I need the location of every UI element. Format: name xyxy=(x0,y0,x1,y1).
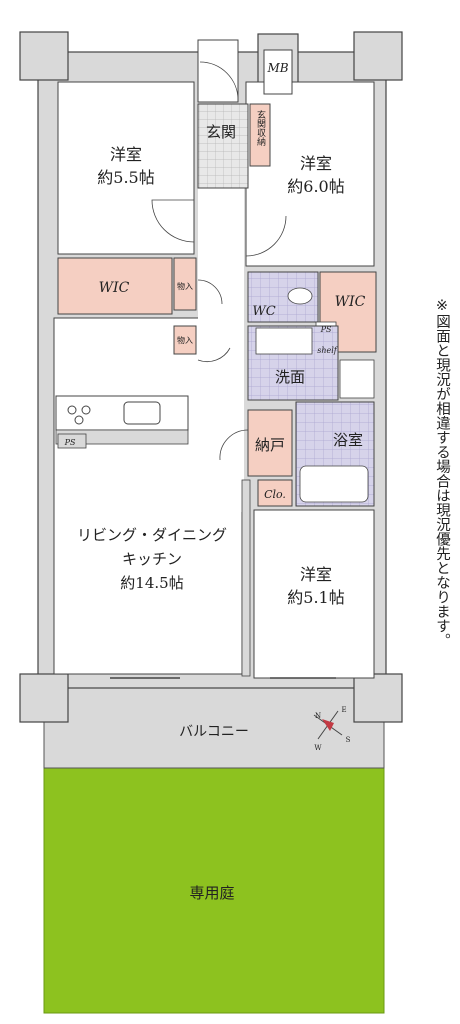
storeroom-label: 納戸 xyxy=(255,436,285,454)
ldk-name-line2: キッチン xyxy=(122,550,182,568)
room-western-se-size: 約5.1帖 xyxy=(287,588,344,607)
compass-s: S xyxy=(346,736,351,744)
stove-burner xyxy=(74,415,84,425)
bathroom-label: 浴室 xyxy=(333,431,363,449)
private-garden-area xyxy=(43,767,385,1014)
entrance-storage-label: 玄関収納 xyxy=(255,109,266,147)
partition-wall xyxy=(241,479,251,677)
private-garden-label: 専用庭 xyxy=(189,884,234,902)
room-western-nw-name: 洋室 xyxy=(110,145,142,164)
entrance-door-frame xyxy=(197,39,239,103)
sink-counter xyxy=(255,327,313,355)
closet-upper-label: 物入 xyxy=(177,281,193,291)
room-western-se xyxy=(253,509,375,679)
mb-label: MB xyxy=(266,61,288,75)
mb-box xyxy=(263,49,293,95)
entrance-door-swing xyxy=(199,61,239,101)
ps-kitchen-label: PS xyxy=(64,438,76,447)
toilet xyxy=(287,287,313,305)
stove-burner xyxy=(67,405,77,415)
washing-machine xyxy=(339,359,375,399)
entrance-storage-area xyxy=(249,103,271,167)
stove-burner xyxy=(81,405,91,415)
column-ne xyxy=(353,31,403,81)
clo-label: Clo. xyxy=(264,488,286,501)
door-swing-nw xyxy=(151,199,195,243)
balcony-label: バルコニー xyxy=(179,724,249,740)
door-swing-ne xyxy=(245,215,287,257)
compass-e: E xyxy=(341,706,346,714)
hall-door-swing-lower xyxy=(197,347,231,363)
column-sw xyxy=(19,673,69,723)
hall-door-swing-upper xyxy=(197,279,223,305)
closet-upper-area xyxy=(173,257,197,311)
ldk-name-line1: リビング・ダイニング xyxy=(77,526,227,544)
hallway xyxy=(198,188,244,512)
clo-area xyxy=(257,479,293,507)
room-western-nw-size: 約5.5帖 xyxy=(97,168,154,187)
room-western-ne-name: 洋室 xyxy=(300,154,332,173)
compass-w: W xyxy=(314,744,322,752)
kitchen-sink xyxy=(123,401,161,425)
shelf-label: shelf xyxy=(317,346,339,355)
room-western-ne-size: 約6.0帖 xyxy=(287,177,344,196)
column-se xyxy=(353,673,403,723)
compass-n: N xyxy=(315,712,321,720)
bathtub xyxy=(299,465,369,503)
kitchen-counter xyxy=(55,395,189,431)
wc-label: WC xyxy=(252,304,275,319)
ps-kitchen-box xyxy=(57,433,87,449)
entrance-area xyxy=(197,103,249,189)
wic-right-label: WIC xyxy=(335,294,366,310)
wic-left-label: WIC xyxy=(99,280,130,296)
storeroom-area xyxy=(247,409,293,477)
ldk-size: 約14.5帖 xyxy=(120,574,183,592)
washroom-label: 洗面 xyxy=(275,368,305,386)
compass xyxy=(313,710,343,740)
kitchen-counter-backsplash xyxy=(55,429,189,445)
entrance-label: 玄関 xyxy=(206,123,236,141)
compass-needle-icon xyxy=(322,719,334,731)
ps-wc-label: PS xyxy=(320,325,332,334)
closet-lower-label: 物入 xyxy=(177,335,193,345)
disclaimer-note: ※図面と現況が相違する場合は現況優先となります。 xyxy=(434,298,450,648)
wic-left-area xyxy=(57,257,173,315)
column-nw xyxy=(19,31,69,81)
storeroom-door-swing xyxy=(219,429,249,461)
room-western-se-name: 洋室 xyxy=(300,565,332,584)
room-western-nw xyxy=(57,81,195,255)
closet-lower-area xyxy=(173,325,197,355)
